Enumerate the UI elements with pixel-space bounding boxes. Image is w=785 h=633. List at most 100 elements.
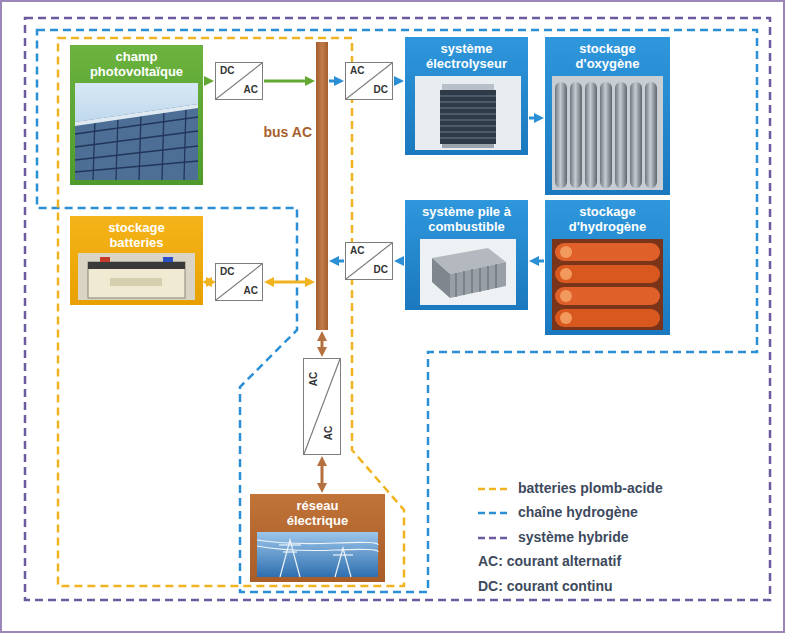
current-type: AC (308, 369, 320, 389)
electrolyser-photo (440, 108, 496, 109)
current-type: DC (350, 264, 388, 276)
electrolyser-photo (442, 84, 494, 90)
box-title: système pile à combustible (415, 204, 519, 234)
solar-field-photo (75, 106, 198, 180)
converter-diagonal (346, 243, 392, 279)
hydrogen-tanks-photo (555, 287, 660, 305)
fuel-cell-photo (456, 273, 457, 297)
box-title: réseau électrique (273, 498, 363, 528)
electrolyser-photo (440, 102, 496, 103)
hydrogen-tanks-photo (560, 246, 572, 258)
power-grid-photo (257, 546, 378, 552)
converter-box: DC AC (215, 62, 263, 100)
electrolyser-photo (440, 120, 496, 121)
converter-diagonal (304, 359, 340, 454)
flow-arrow (335, 260, 344, 263)
legend-note: AC: courant alternatif (478, 553, 621, 569)
legend-entry: système hybride (478, 528, 629, 546)
current-type: AC (220, 84, 258, 96)
electrolyser-photo (440, 96, 496, 138)
hydrogen-tanks-photo (560, 246, 572, 324)
flow-arrow (535, 260, 544, 263)
battery-photo (78, 253, 195, 300)
legend-swatch (478, 484, 508, 494)
hydrogen-tanks-photo (555, 309, 660, 327)
current-type: AC (323, 423, 335, 443)
flow-arrow (329, 80, 338, 83)
legend-text: chaîne hydrogène (518, 504, 638, 520)
converter-diagonal (216, 63, 262, 99)
current-type: DC (220, 65, 258, 77)
legend-entry: batteries plomb-acide (478, 479, 663, 497)
power-grid-photo (333, 554, 353, 555)
legend-swatch (478, 512, 508, 515)
current-type: DC (220, 266, 258, 278)
current-type: AC (220, 285, 258, 297)
battery-photo (78, 253, 195, 300)
oxygen-cylinders-photo (552, 76, 663, 190)
oxygen-cylinders-photo (615, 82, 627, 188)
hydrogen-chain-region (37, 30, 757, 592)
electrolyser-photo (440, 90, 496, 144)
electrolyser-photo (440, 138, 496, 139)
bus-label: bus AC (254, 124, 312, 140)
hybrid-system-region (25, 18, 770, 600)
hydrogen-tanks-photo (555, 265, 660, 283)
legend-swatch (478, 508, 508, 518)
hydrogen-tanks-photo (560, 290, 572, 302)
flow-arrow (264, 80, 309, 83)
electrolyser-photo (442, 144, 494, 148)
hydrogen-tanks-photo (560, 312, 572, 324)
battery-photo (110, 278, 162, 286)
power-grid-photo (257, 540, 378, 577)
electrolyser-photo (440, 114, 496, 115)
oxygen-cylinders-photo (630, 82, 642, 188)
flow-arrow (394, 80, 398, 83)
fuel-cell-photo (472, 269, 473, 293)
converter-box: ACDC (345, 62, 393, 100)
battery-photo (163, 257, 173, 262)
power-grid-photo (279, 544, 301, 545)
flow-arrow (204, 80, 208, 83)
solar-field-photo (75, 131, 198, 147)
converter-box: ACDC (345, 242, 393, 280)
fuel-cell-photo (420, 239, 516, 305)
power-grid-photo (257, 532, 378, 577)
battery-photo (88, 262, 185, 298)
legend-note: DC: courant continu (478, 578, 613, 594)
hydrogen-tanks-photo (552, 239, 663, 330)
flow-arrow (208, 281, 210, 284)
oxygen-cylinders-photo (600, 82, 612, 188)
legend-swatch (478, 533, 508, 543)
converter-diagonal (216, 264, 262, 300)
fuel-cell-photo (432, 258, 450, 298)
electrolyser-photo (415, 76, 521, 150)
flow-arrow (321, 337, 324, 351)
legend-swatch (478, 537, 508, 540)
power-grid-photo (280, 540, 300, 577)
legend-note: AC: courant alternatif (478, 552, 621, 570)
fuel-cell-photo (450, 262, 506, 298)
fuel-cell-photo (496, 264, 497, 288)
power-grid-photo (257, 540, 378, 545)
electrolyser-photo (440, 96, 496, 97)
ac-bus-bar: bus AC (316, 42, 328, 330)
box-title: stockage d'hydrogène (553, 204, 663, 234)
box-title: stockage batteries (87, 220, 187, 250)
fuel-cell-photo (420, 239, 516, 305)
oxygen-cylinders-photo (555, 82, 567, 188)
power-grid-photo (257, 532, 378, 577)
power-grid-photo (283, 551, 297, 552)
flow-arrow (529, 117, 538, 120)
legend-swatch (478, 488, 508, 491)
solar-field-photo (93, 119, 95, 180)
oxygen-cylinders-photo (645, 82, 657, 188)
solar-field-photo (184, 106, 186, 180)
flow-arrow (321, 462, 324, 487)
hydrogen-tanks-photo (555, 243, 660, 261)
electrolyser-photo (440, 126, 496, 127)
oxygen-cylinders-photo (570, 82, 582, 188)
converter-box: DC AC (215, 263, 263, 301)
legend-text: batteries plomb-acide (518, 480, 663, 496)
